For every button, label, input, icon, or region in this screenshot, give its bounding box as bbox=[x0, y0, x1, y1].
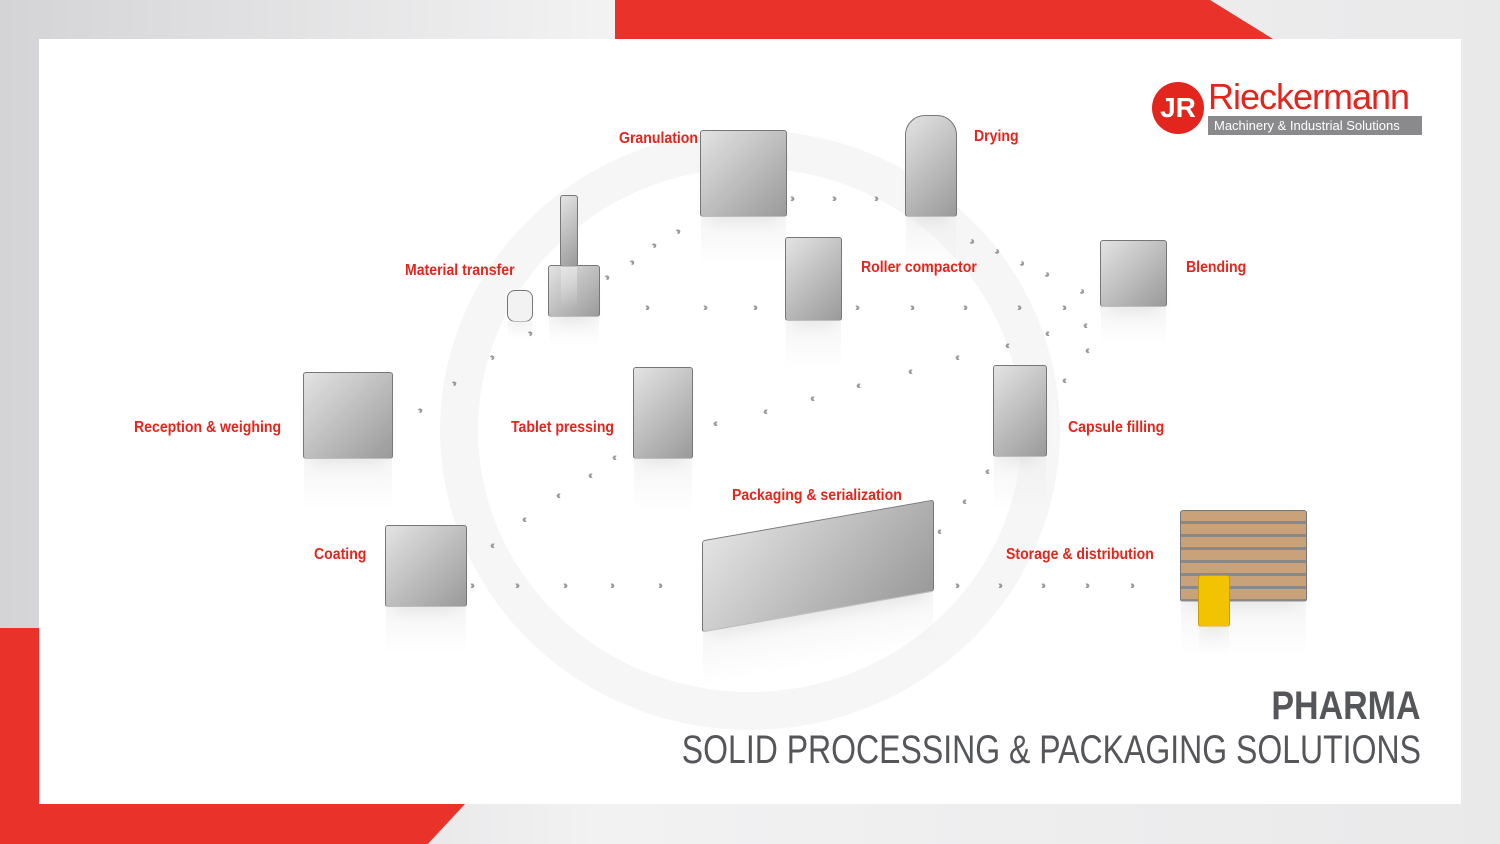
headline-subtitle: SOLID PROCESSING & PACKAGING SOLUTIONS bbox=[681, 728, 1421, 772]
flow-arrow-icon: ‹‹‹ bbox=[1085, 345, 1090, 357]
flow-arrow-icon: ››› bbox=[910, 302, 915, 314]
flow-arrow-icon: ››› bbox=[658, 580, 663, 592]
flow-arrow-icon: ‹‹‹ bbox=[1083, 320, 1088, 332]
flow-arrow-icon: ‹‹‹ bbox=[856, 380, 861, 392]
flow-arrow-icon: ››› bbox=[645, 302, 650, 314]
logo-monogram: JR bbox=[1152, 82, 1204, 134]
flow-arrow-icon: ››› bbox=[470, 580, 475, 592]
logo-tagline: Machinery & Industrial Solutions bbox=[1208, 116, 1422, 135]
flow-arrow-icon: ‹‹‹ bbox=[713, 418, 718, 430]
flow-arrow-icon: ‹‹‹ bbox=[490, 540, 495, 552]
blending-machine bbox=[1100, 240, 1167, 345]
flow-arrow-icon: ‹‹‹ bbox=[522, 514, 527, 526]
flow-arrow-icon: ‹‹‹ bbox=[985, 466, 990, 478]
material-transfer-machine bbox=[548, 265, 600, 346]
flow-arrow-icon: ‹‹‹ bbox=[588, 470, 593, 482]
headline-title: PHARMA bbox=[1271, 684, 1421, 728]
granulation-machine bbox=[700, 130, 787, 267]
flow-arrow-icon: ››› bbox=[790, 193, 795, 205]
decor-red-band-top bbox=[615, 0, 1273, 39]
flow-arrow-icon: ››› bbox=[955, 580, 960, 592]
reception-weighing-machine bbox=[303, 372, 393, 509]
flow-arrow-icon: ››› bbox=[1017, 302, 1022, 314]
flow-arrow-icon: ››› bbox=[998, 580, 1003, 592]
step-label-tablet-pressing: Tablet pressing bbox=[511, 419, 615, 436]
flow-arrow-icon: ‹‹‹ bbox=[556, 490, 561, 502]
step-label-drying: Drying bbox=[974, 128, 1019, 145]
step-label-capsule-filling: Capsule filling bbox=[1068, 419, 1165, 436]
flow-arrow-icon: ‹‹‹ bbox=[1062, 375, 1067, 387]
flow-arrow-icon: ‹‹‹ bbox=[937, 526, 942, 538]
flow-arrow-icon: ››› bbox=[610, 580, 615, 592]
flow-arrow-icon: ››› bbox=[1062, 302, 1067, 314]
step-label-roller-compactor: Roller compactor bbox=[861, 259, 977, 276]
flow-arrow-icon: ››› bbox=[832, 193, 837, 205]
step-label-coating: Coating bbox=[314, 546, 367, 563]
flow-arrow-icon: ››› bbox=[1085, 580, 1090, 592]
flow-arrow-icon: ››› bbox=[563, 580, 568, 592]
step-label-packaging-serialization: Packaging & serialization bbox=[732, 487, 902, 504]
step-label-material-transfer: Material transfer bbox=[405, 262, 515, 279]
logo-name: Rieckermann bbox=[1208, 76, 1410, 117]
flow-arrow-icon: ‹‹‹ bbox=[1005, 340, 1010, 352]
tablet-press-machine bbox=[633, 367, 693, 512]
capsule-filling-machine bbox=[993, 365, 1047, 510]
step-label-storage-distribution: Storage & distribution bbox=[1006, 546, 1154, 563]
flow-arrow-icon: ››› bbox=[753, 302, 758, 314]
material-transfer-column bbox=[560, 195, 578, 308]
drying-machine bbox=[905, 115, 957, 276]
flow-arrow-icon: ››› bbox=[1041, 580, 1046, 592]
flow-arrow-icon: ‹‹‹ bbox=[1045, 328, 1050, 340]
flow-arrow-icon: ››› bbox=[874, 193, 879, 205]
flow-arrow-icon: ‹‹‹ bbox=[810, 393, 815, 405]
flow-arrow-icon: ‹‹‹ bbox=[962, 496, 967, 508]
flow-arrow-icon: ‹‹‹ bbox=[612, 452, 617, 464]
flow-arrow-icon: ››› bbox=[1130, 580, 1135, 592]
material-transfer-drum bbox=[507, 290, 533, 339]
step-label-blending: Blending bbox=[1186, 259, 1247, 276]
flow-arrow-icon: ››› bbox=[855, 302, 860, 314]
decor-red-band-bottom bbox=[0, 804, 465, 844]
coating-machine bbox=[385, 525, 467, 654]
roller-compactor-machine bbox=[785, 237, 842, 370]
brand-logo: JR Rieckermann Machinery & Industrial So… bbox=[1152, 76, 1422, 136]
flow-arrow-icon: ››› bbox=[963, 302, 968, 314]
flow-arrow-icon: ››› bbox=[515, 580, 520, 592]
flow-arrow-icon: ‹‹‹ bbox=[763, 406, 768, 418]
flow-arrow-icon: ››› bbox=[703, 302, 708, 314]
flow-arrow-icon: ‹‹‹ bbox=[955, 352, 960, 364]
flow-arrow-icon: ‹‹‹ bbox=[908, 366, 913, 378]
step-label-reception-weighing: Reception & weighing bbox=[134, 419, 282, 436]
forklift bbox=[1198, 575, 1230, 656]
step-label-granulation: Granulation bbox=[619, 130, 699, 147]
